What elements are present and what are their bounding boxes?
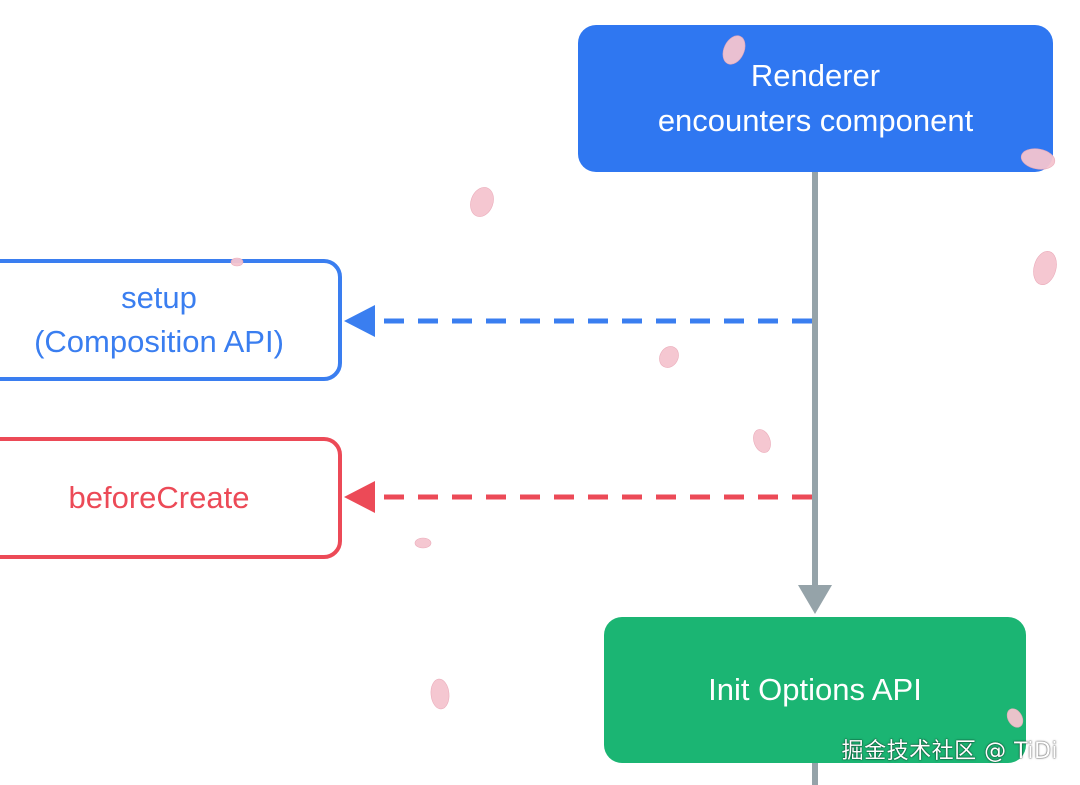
init-options-label: Init Options API — [708, 671, 922, 707]
init-options-node: Init Options API — [604, 617, 1026, 763]
renderer-node: Renderer encounters component — [578, 25, 1053, 172]
before-create-arrowhead — [344, 481, 375, 513]
renderer-label: Renderer encounters component — [657, 58, 974, 138]
setup-label: setup (Composition API) — [34, 279, 284, 359]
timeline-arrowhead — [798, 585, 832, 614]
setup-arrowhead — [344, 305, 375, 337]
setup-node: setup (Composition API) — [0, 259, 342, 381]
before-create-label: beforeCreate — [68, 479, 250, 515]
watermark: 掘金技术社区 @ TiDi — [841, 739, 1058, 764]
before-create-node: beforeCreate — [0, 437, 342, 559]
